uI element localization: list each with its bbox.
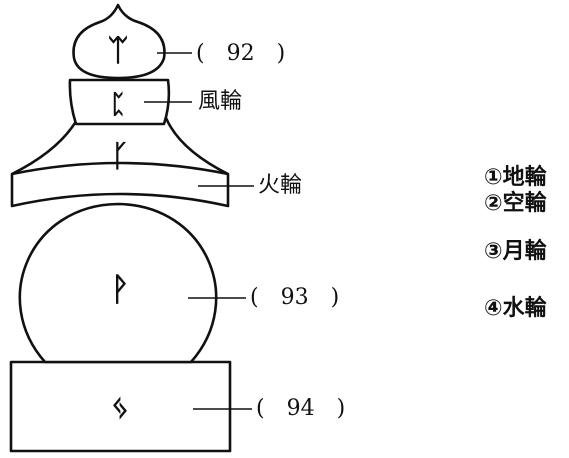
label-sky-blank: ( 92 ) <box>196 41 286 66</box>
sky-ring <box>72 3 166 80</box>
fire-ring-edge <box>11 161 229 176</box>
water-ring <box>18 202 218 364</box>
option-moon-ring: ③月輪 <box>484 239 547 264</box>
label-fire: 火輪 <box>258 173 303 198</box>
seed-glyph-fire: ᚴ <box>111 139 129 174</box>
seed-glyph-water: ᚹ <box>110 270 129 308</box>
label-earth-blank: ( 94 ) <box>256 396 346 421</box>
seed-glyph-sky: ᛠ <box>109 33 127 68</box>
option-earth-ring: ①地輪 <box>484 165 547 190</box>
label-water-blank: ( 93 ) <box>250 285 340 310</box>
wind-ring <box>68 78 171 126</box>
seed-glyph-earth: ᛃ <box>110 388 129 426</box>
option-water-ring: ④水輪 <box>484 296 547 321</box>
earth-ring <box>9 360 232 453</box>
label-wind: 風輪 <box>198 89 243 114</box>
option-sky-ring: ②空輪 <box>484 191 547 216</box>
seed-glyph-wind: ᛈ <box>110 90 126 120</box>
